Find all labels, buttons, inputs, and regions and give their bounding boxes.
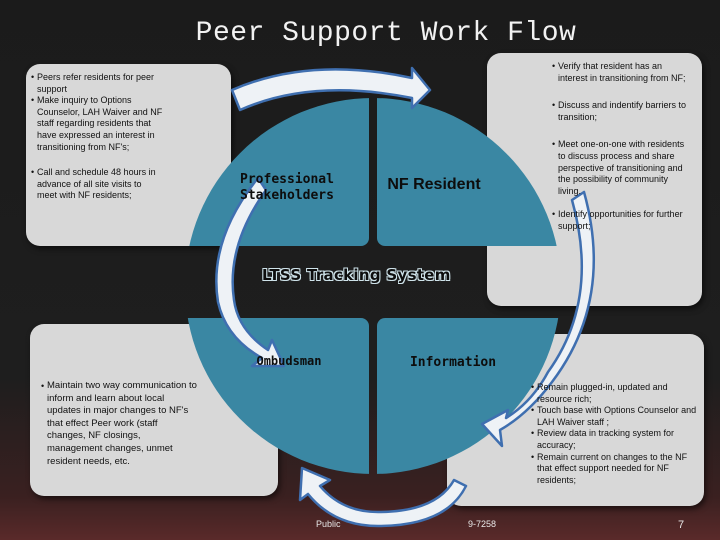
list-item: Discuss and indentify barriers to transi… [552,100,693,123]
panel-top-right-bullets: Verify that resident has an interest in … [552,61,693,233]
list-item: Peers refer residents for peer support [31,72,164,95]
cycle-arrow-top [230,66,432,112]
list-item: Meet one-on-one with residents to discus… [552,139,693,197]
wedge-label-nf-resident: NF Resident [387,176,481,193]
list-item: Make inquiry to Options Counselor, LAH W… [31,95,164,153]
center-label-ltss-tracking-system: LTSS Tracking System [262,266,451,284]
wedge-label-professional-stakeholders: Professional Stakeholders [240,172,334,203]
footer-text-left: Public [316,519,341,529]
list-item: Identify opportunities for further suppo… [552,209,693,232]
slide-title: Peer Support Work Flow [195,18,577,49]
list-item: Touch base with Options Counselor and LA… [531,405,697,428]
list-item: Maintain two way communication to inform… [41,380,198,468]
list-item: Remain plugged-in, updated and resource … [531,382,697,405]
cycle-arrow-bottom [298,466,468,528]
list-item: Review data in tracking system for accur… [531,428,697,451]
list-item: Remain current on changes to the NF that… [531,452,697,487]
list-item: Verify that resident has an interest in … [552,61,693,84]
wedge-label-ombudsman: Ombudsman [256,354,322,368]
list-item: Call and schedule 48 hours in advance of… [31,167,164,202]
panel-bottom-right-bullets: Remain plugged-in, updated and resource … [531,382,697,487]
cycle-arrow-left [215,176,286,368]
panel-top-left-bullets: Peers refer residents for peer support M… [31,72,164,202]
panel-bottom-left-bullets: Maintain two way communication to inform… [41,380,198,468]
wedge-label-information: Information [409,355,497,370]
footer-text-right: 9-7258 [468,519,497,529]
page-number: 7 [678,519,685,531]
